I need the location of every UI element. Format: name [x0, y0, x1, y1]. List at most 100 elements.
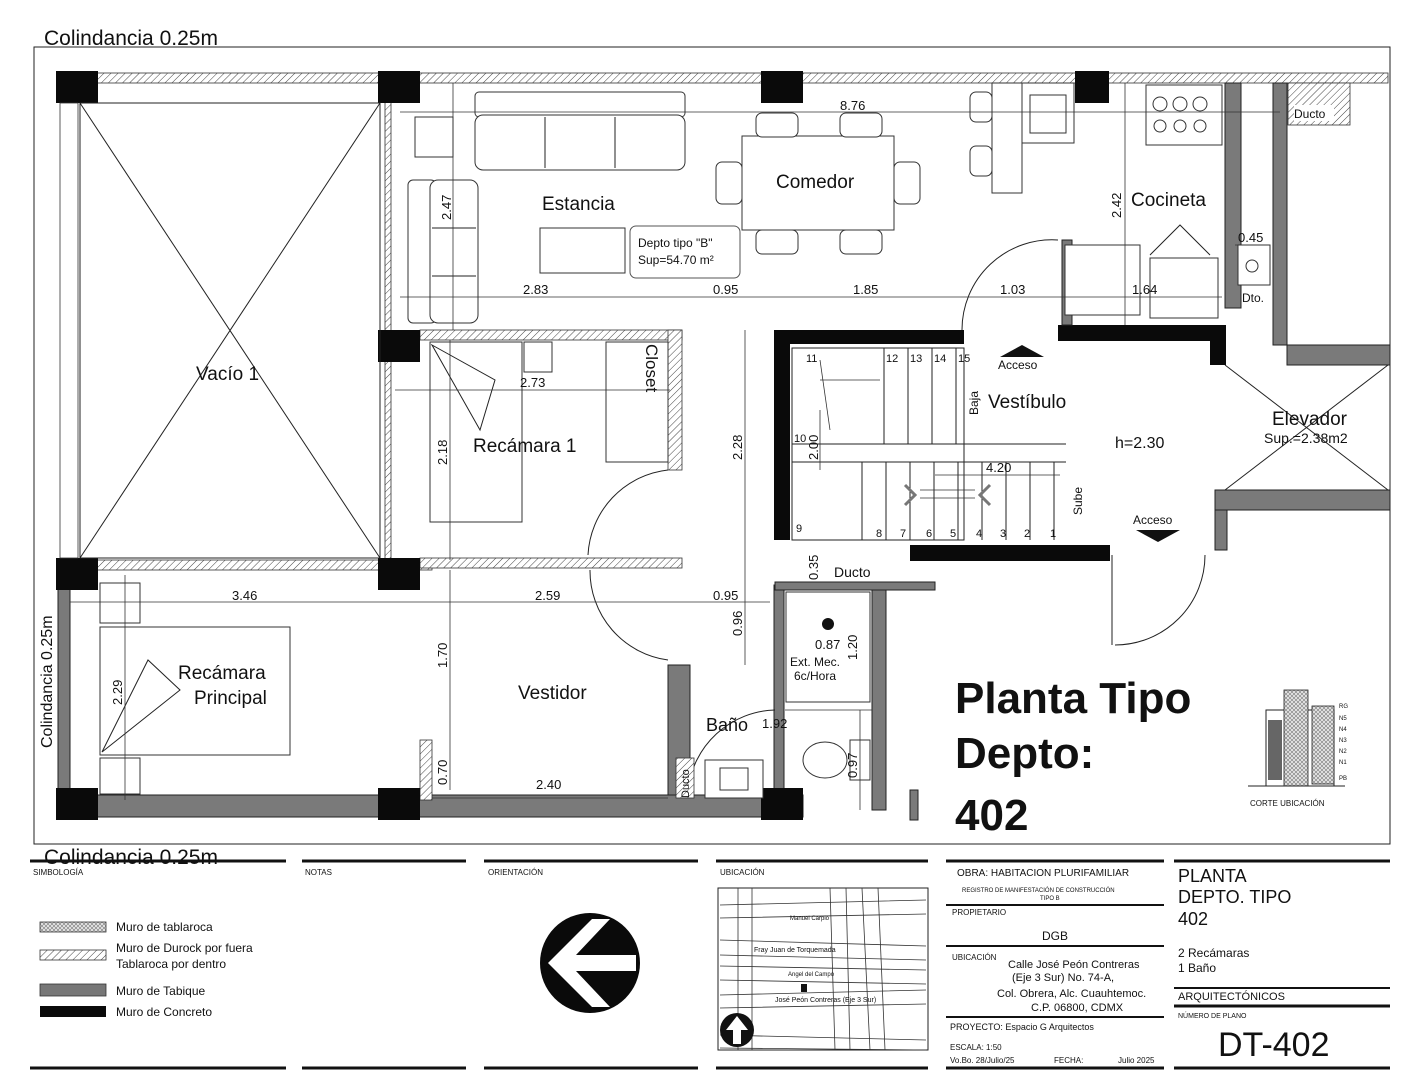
svg-text:TIPO B: TIPO B [1040, 896, 1060, 902]
stair-sube-label: Sube [1071, 487, 1085, 515]
legend-durock-1: Muro de Durock por fuera [116, 941, 253, 955]
sheet-number: DT-402 [1218, 1026, 1330, 1064]
duct-bath-label: Ducto [680, 769, 692, 798]
svg-text:13: 13 [910, 353, 922, 365]
north-arrow-glyph-icon [548, 919, 636, 1007]
svg-text:4: 4 [976, 528, 982, 540]
legend-tablaroca: Muro de tablaroca [116, 920, 213, 934]
room-label-vestidor: Vestidor [518, 683, 587, 704]
svg-text:José Peón Contreras (Eje 3 Sur: José Peón Contreras (Eje 3 Sur) [775, 997, 876, 1004]
svg-text:10: 10 [794, 433, 806, 445]
section-location-diagram: RG N5 N4 N3 N2 N1 PB CORTE UBICACIÓN [1248, 689, 1348, 808]
svg-text:N1: N1 [1339, 760, 1347, 766]
svg-text:PB: PB [1339, 776, 1347, 782]
duct-mid-label: Ducto [834, 564, 871, 580]
svg-text:2.40: 2.40 [536, 777, 561, 792]
depto-type-label: Depto tipo "B" [638, 236, 713, 250]
svg-text:2.73: 2.73 [520, 375, 545, 390]
svg-text:2: 2 [1024, 528, 1030, 540]
svg-text:Fray Juan de Torquemada: Fray Juan de Torquemada [754, 947, 836, 954]
extractor-label-1: Ext. Mec. [790, 655, 840, 669]
notes-header: NOTAS [305, 868, 332, 877]
void-area: Vacío 1 [59, 102, 381, 559]
stair-step-numbers: 11 12 13 14 15 10 9 8 7 6 5 4 3 2 1 [794, 353, 1056, 540]
room-label-recamara-principal-1: Recámara [178, 663, 266, 684]
svg-text:8: 8 [876, 528, 882, 540]
plan-title-line1: Planta Tipo [955, 674, 1191, 723]
svg-text:1.64: 1.64 [1132, 282, 1157, 297]
colindancia-bottom: Colindancia 0.25m [44, 846, 218, 869]
legend-header: SIMBOLOGÍA [33, 868, 84, 877]
concrete-columns [56, 71, 1109, 820]
legend-concreto: Muro de Concreto [116, 1005, 212, 1019]
svg-text:12: 12 [886, 353, 898, 365]
svg-text:2.29: 2.29 [110, 680, 125, 705]
kitchen-fixtures [969, 82, 1271, 319]
svg-text:1.03: 1.03 [1000, 282, 1025, 297]
access-top-label: Acceso [998, 358, 1038, 372]
access-arrow-bottom-icon [1136, 530, 1180, 542]
svg-text:N2: N2 [1339, 749, 1347, 755]
stair-baja-label: Baja [967, 391, 981, 415]
room-label-recamara1: Recámara 1 [473, 436, 577, 457]
svg-text:1.85: 1.85 [853, 282, 878, 297]
svg-text:2.59: 2.59 [535, 588, 560, 603]
svg-text:2.47: 2.47 [439, 195, 454, 220]
svg-text:8.76: 8.76 [840, 98, 865, 113]
svg-text:(Eje 3 Sur) No. 74-A,: (Eje 3 Sur) No. 74-A, [1012, 972, 1114, 984]
master-bedroom-furniture [99, 582, 291, 795]
duct-top-label: Ducto [1294, 107, 1326, 121]
svg-text:PROPIETARIO: PROPIETARIO [952, 908, 1006, 917]
svg-text:N5: N5 [1339, 716, 1347, 722]
svg-text:0.97: 0.97 [845, 753, 860, 778]
svg-text:1: 1 [1050, 528, 1056, 540]
svg-text:2.42: 2.42 [1109, 193, 1124, 218]
area-callout [629, 225, 741, 279]
svg-text:ARQUITECTÓNICOS: ARQUITECTÓNICOS [1178, 990, 1285, 1003]
svg-text:0.95: 0.95 [713, 282, 738, 297]
svg-text:1.92: 1.92 [762, 716, 787, 731]
bedroom1-furniture [429, 341, 669, 523]
svg-text:0.87: 0.87 [815, 637, 840, 652]
room-label-elevador: Elevador [1272, 409, 1348, 430]
door-swing-vestibulo [961, 239, 1059, 331]
room-label-recamara-principal-2: Principal [194, 688, 267, 709]
section-location-label: CORTE UBICACIÓN [1250, 799, 1325, 808]
room-label-bano: Baño [706, 715, 748, 735]
svg-text:6: 6 [926, 528, 932, 540]
location-header: UBICACIÓN [720, 868, 765, 877]
plan-title-line3: 402 [955, 791, 1028, 840]
door-swing-recamara1 [587, 469, 669, 556]
svg-text:0.35: 0.35 [806, 555, 821, 580]
room-label-closet: Closet [642, 344, 661, 392]
svg-text:0.95: 0.95 [713, 588, 738, 603]
project-work: OBRA: HABITACION PLURIFAMILIAR [957, 868, 1129, 879]
svg-text:11: 11 [806, 353, 817, 365]
ceiling-height-label: h=2.30 [1115, 435, 1164, 452]
dimension-lines [70, 83, 1280, 810]
door-swing-acceso [1114, 554, 1206, 646]
svg-text:Calle José Peón Contreras: Calle José Peón Contreras [1008, 959, 1140, 971]
extractor-label-2: 6c/Hora [794, 669, 836, 683]
walls [57, 72, 1391, 821]
colindancia-top: Colindancia 0.25m [44, 27, 218, 50]
owner-value: DGB [1042, 929, 1068, 943]
svg-text:3: 3 [1000, 528, 1006, 540]
dimension-labels: 8.76 2.47 2.42 0.45 2.83 0.95 1.85 1.03 … [110, 98, 1263, 792]
sheet-title-3: 402 [1178, 909, 1208, 929]
legend-durock-2: Tablaroca por dentro [116, 957, 226, 971]
drawing-frame [33, 46, 1391, 845]
svg-text:N3: N3 [1339, 738, 1347, 744]
svg-text:Angel del Campo: Angel del Campo [788, 972, 835, 978]
svg-text:2.18: 2.18 [435, 440, 450, 465]
svg-text:4.20: 4.20 [986, 460, 1011, 475]
svg-text:1.20: 1.20 [845, 635, 860, 660]
legend-tabique: Muro de Tabique [116, 984, 206, 998]
sheet-title-1: PLANTA [1178, 866, 1247, 886]
svg-text:NÚMERO DE PLANO: NÚMERO DE PLANO [1178, 1011, 1247, 1020]
elevator-shaft [1224, 364, 1389, 491]
svg-text:FECHA:: FECHA: [1054, 1056, 1083, 1065]
elevator-area-label: Sup.=2.38m2 [1264, 430, 1348, 446]
svg-text:Col. Obrera, Alc. Cuauhtemoc.: Col. Obrera, Alc. Cuauhtemoc. [997, 988, 1146, 1000]
